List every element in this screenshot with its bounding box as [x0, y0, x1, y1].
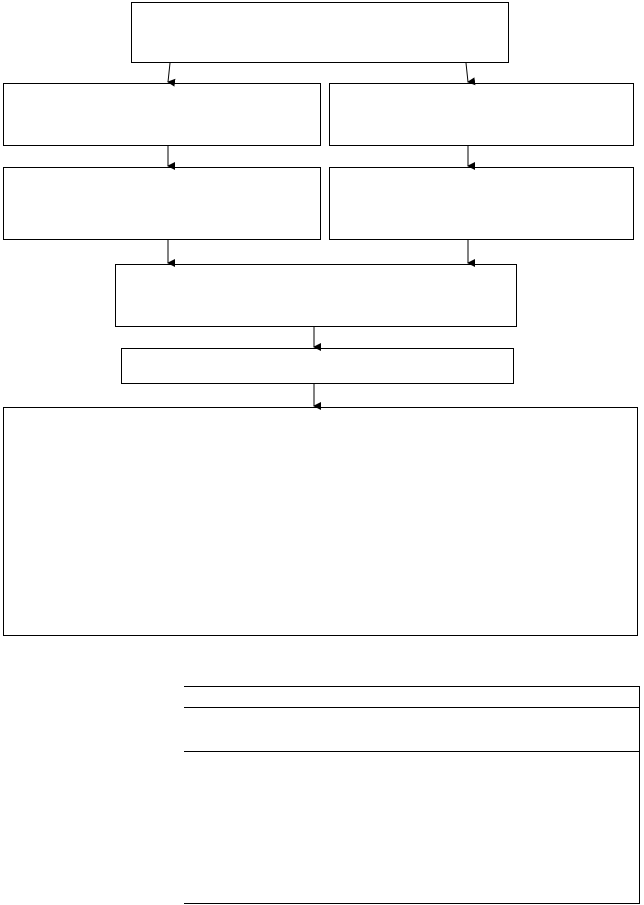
right-box-1	[329, 83, 634, 146]
table-rule-right	[639, 686, 640, 904]
table-row-1	[190, 689, 630, 705]
left-box-1	[3, 83, 321, 146]
table-rule-2	[184, 707, 640, 708]
merge-box	[115, 264, 517, 327]
table-rule-bottom	[184, 903, 640, 904]
table-row-2	[190, 711, 630, 747]
middle-box	[121, 348, 514, 384]
arrow-top-to-left-1	[167, 62, 176, 87]
table-row-3	[190, 756, 630, 896]
table-rule-top	[184, 686, 640, 687]
left-box-2	[3, 167, 321, 240]
top-box	[131, 2, 509, 63]
right-box-2	[329, 167, 634, 240]
arrow-top-to-right-1	[465, 62, 476, 86]
table-rule-3	[184, 751, 640, 752]
large-box	[3, 407, 638, 636]
